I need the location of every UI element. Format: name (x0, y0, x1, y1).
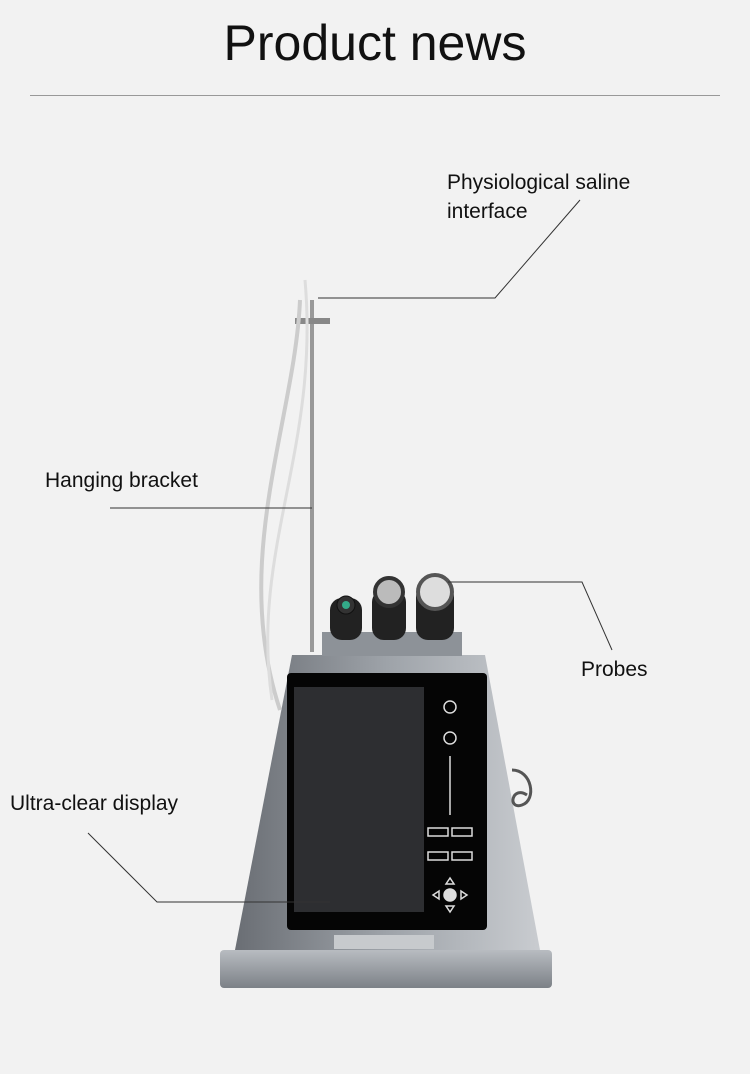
ultra-clear-display (294, 687, 424, 912)
callout-saline-interface: Physiological saline interface (447, 168, 630, 226)
machine-base (220, 950, 552, 988)
callout-lines (87, 199, 613, 903)
title-divider (30, 95, 720, 96)
page-title: Product news (223, 15, 527, 71)
callout-text: Physiological saline (447, 171, 631, 194)
touch-controls (427, 700, 473, 914)
callout-probes: Probes (581, 658, 648, 681)
callout-hanging-bracket: Hanging bracket (45, 469, 198, 492)
callout-display: Ultra-clear display (10, 792, 179, 815)
probes (330, 573, 454, 640)
hanging-bracket (310, 300, 314, 652)
callout-text: interface (447, 200, 528, 223)
